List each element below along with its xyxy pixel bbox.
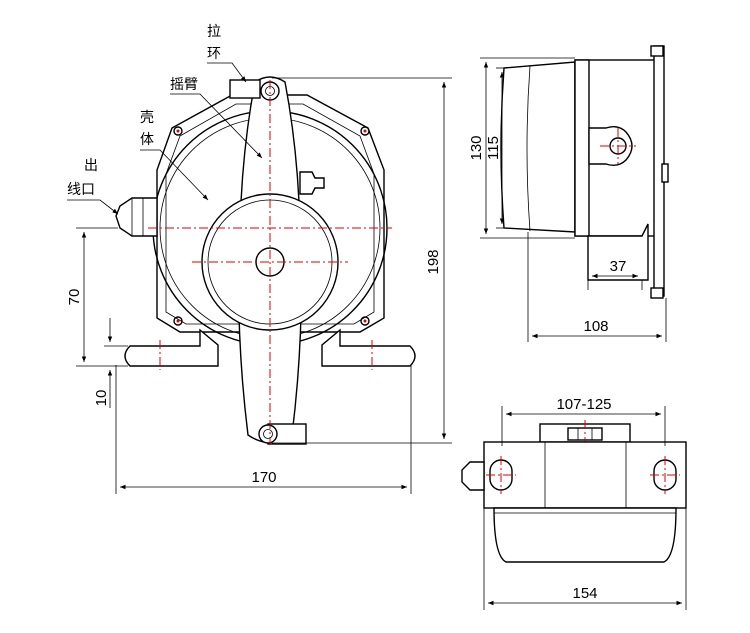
label-outlet-1: 出 (84, 158, 98, 174)
dim-height-total: 198 (425, 249, 442, 274)
label-outlet-2: 线口 (67, 182, 95, 198)
dim-side-height-outer: 130 (468, 135, 485, 160)
dim-side-height-inner: 115 (485, 136, 502, 160)
dim-base-thickness: 10 (93, 390, 110, 407)
front-view: 198 170 70 10 拉 环 摇臂 壳 体 出 线口 (66, 24, 452, 494)
dim-side-offset: 37 (610, 258, 627, 275)
side-flange (574, 59, 590, 237)
base-foot-right (321, 328, 416, 367)
bottom-hole (258, 424, 278, 444)
top-cover (493, 507, 677, 563)
label-rocker-arm: 摇臂 (170, 77, 198, 93)
top-cable-outlet (461, 461, 485, 491)
cable-outlet (115, 197, 158, 237)
dim-width-total: 170 (251, 469, 276, 486)
label-pull-ring-1: 拉 (207, 24, 221, 40)
label-pull-ring-2: 环 (207, 46, 221, 62)
label-shell-1: 壳 (140, 109, 154, 126)
base-foot-left (124, 328, 219, 367)
side-bracket (587, 223, 649, 281)
arm-bump (299, 171, 325, 195)
side-arm-lug (661, 163, 669, 183)
top-view: 107-125 154 (461, 396, 687, 610)
pull-ring-tab (229, 79, 261, 99)
corner-screw (173, 126, 183, 136)
side-view: 130 115 37 108 (468, 45, 669, 342)
dim-slot-range: 107-125 (556, 396, 611, 413)
corner-screw (360, 126, 370, 136)
side-arm-bottom (650, 287, 664, 299)
label-shell-2: 体 (140, 132, 154, 148)
side-arm-top (650, 45, 664, 57)
corner-screw (173, 316, 183, 326)
dim-bracket-height: 70 (66, 289, 83, 306)
dim-top-width: 154 (572, 585, 597, 602)
corner-screw (360, 316, 370, 326)
side-cover (500, 61, 576, 233)
side-cover-inner (526, 65, 531, 232)
dim-side-depth: 108 (583, 318, 608, 335)
